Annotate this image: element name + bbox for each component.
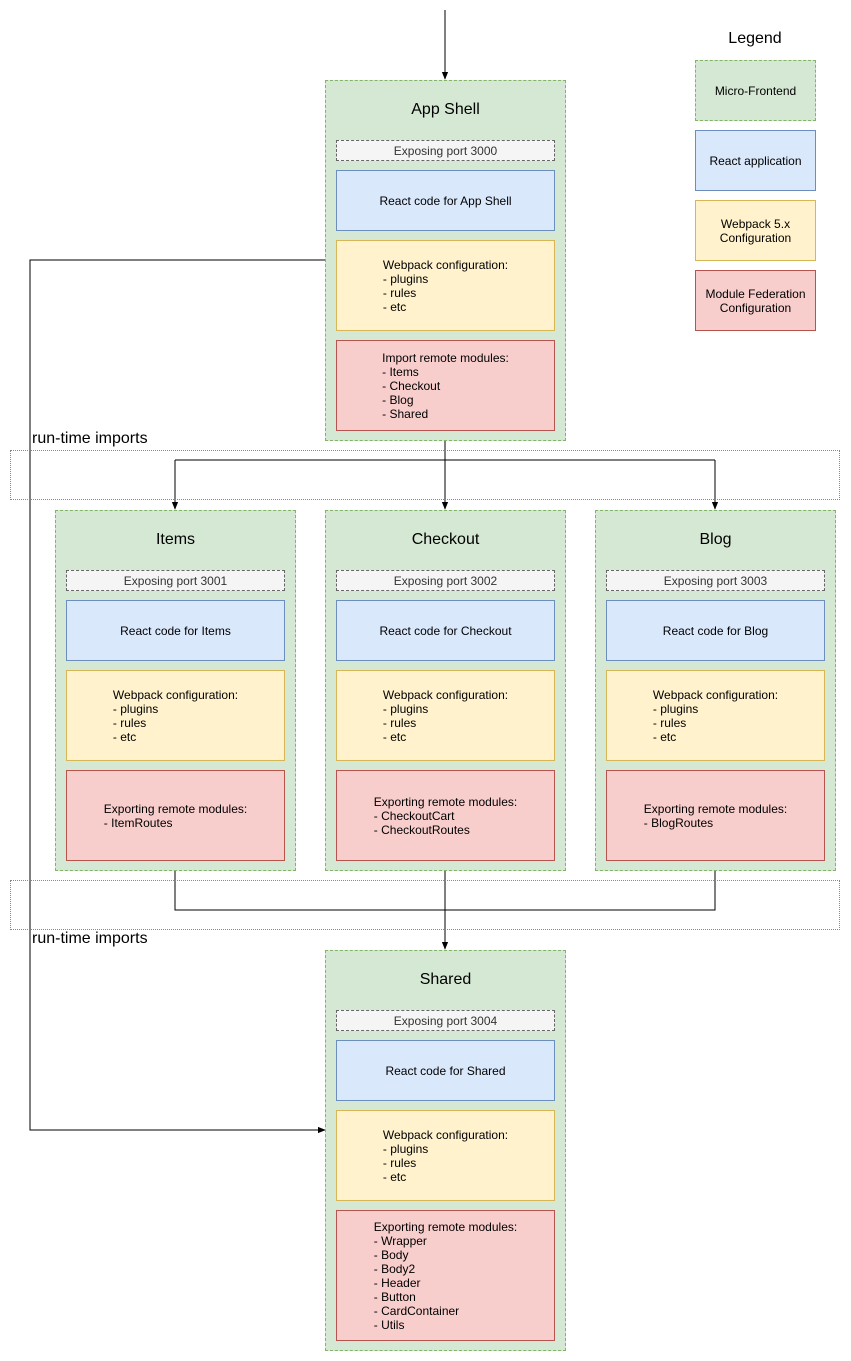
- runtime-imports-label-bottom: run-time imports: [32, 930, 148, 947]
- federation-item: - CheckoutRoutes: [373, 822, 470, 837]
- federation-item: - Button: [373, 1289, 416, 1304]
- legend-micro-frontend: Micro-Frontend: [695, 60, 816, 121]
- blog-federation-config: Exporting remote modules: - BlogRoutes: [606, 770, 825, 861]
- webpack-heading: Webpack configuration:: [112, 687, 239, 702]
- items-port: Exposing port 3001: [66, 570, 285, 591]
- blog-to-shared-line: [445, 870, 716, 911]
- webpack-item: - rules: [652, 715, 687, 730]
- federation-item: - Blog: [382, 392, 414, 407]
- webpack-item: - etc: [652, 729, 677, 744]
- federation-heading: Exporting remote modules:: [373, 1219, 518, 1234]
- federation-heading: Exporting remote modules:: [643, 801, 788, 816]
- legend-react-application: React application: [695, 130, 816, 191]
- webpack-heading: Webpack configuration:: [652, 687, 779, 702]
- webpack-item: - etc: [382, 299, 407, 314]
- webpack-item: - etc: [382, 729, 407, 744]
- items-react-code: React code for Items: [66, 600, 285, 661]
- items-title: Items: [155, 531, 196, 548]
- runtime-imports-label-top: run-time imports: [32, 430, 148, 447]
- webpack-item: - rules: [382, 1155, 417, 1170]
- shared-container: Shared Exposing port 3004 React code for…: [325, 950, 566, 1351]
- federation-item: - Header: [373, 1275, 421, 1290]
- federation-item: - CheckoutCart: [373, 808, 455, 823]
- runtime-imports-zone-top: [10, 450, 840, 500]
- webpack-heading: Webpack configuration:: [382, 687, 509, 702]
- shared-webpack-config: Webpack configuration: - plugins - rules…: [336, 1110, 555, 1201]
- federation-item: - ItemRoutes: [103, 815, 173, 830]
- app-shell-port: Exposing port 3000: [336, 140, 555, 161]
- legend-webpack-configuration: Webpack 5.x Configuration: [695, 200, 816, 261]
- blog-port: Exposing port 3003: [606, 570, 825, 591]
- shared-react-code: React code for Shared: [336, 1040, 555, 1101]
- app-shell-webpack-config: Webpack configuration: - plugins - rules…: [336, 240, 555, 331]
- webpack-item: - plugins: [382, 271, 429, 286]
- items-to-shared-line: [174, 870, 445, 911]
- checkout-react-code: React code for Checkout: [336, 600, 555, 661]
- checkout-federation-config: Exporting remote modules: - CheckoutCart…: [336, 770, 555, 861]
- webpack-item: - plugins: [112, 701, 159, 716]
- federation-item: - Body: [373, 1247, 409, 1262]
- webpack-item: - rules: [112, 715, 147, 730]
- legend-module-federation: Module Federation Configuration: [695, 270, 816, 331]
- federation-item: - Wrapper: [373, 1233, 427, 1248]
- federation-item: - BlogRoutes: [643, 815, 714, 830]
- webpack-item: - plugins: [382, 1141, 429, 1156]
- webpack-heading: Webpack configuration:: [382, 257, 509, 272]
- webpack-item: - rules: [382, 715, 417, 730]
- federation-item: - Items: [382, 364, 419, 379]
- legend-title: Legend: [728, 30, 782, 47]
- federation-item: - Utils: [373, 1317, 405, 1332]
- federation-item: - CardContainer: [373, 1303, 460, 1318]
- federation-item: - Checkout: [382, 378, 441, 393]
- items-webpack-config: Webpack configuration: - plugins - rules…: [66, 670, 285, 761]
- shell-to-shared-arrow: [29, 259, 326, 1134]
- items-container: Items Exposing port 3001 React code for …: [55, 510, 296, 871]
- shared-federation-config: Exporting remote modules: - Wrapper - Bo…: [336, 1210, 555, 1341]
- blog-react-code: React code for Blog: [606, 600, 825, 661]
- checkout-webpack-config: Webpack configuration: - plugins - rules…: [336, 670, 555, 761]
- app-shell-container: App Shell Exposing port 3000 React code …: [325, 80, 566, 441]
- federation-item: - Shared: [382, 406, 429, 421]
- app-shell-react-code: React code for App Shell: [336, 170, 555, 231]
- shared-port: Exposing port 3004: [336, 1010, 555, 1031]
- checkout-port: Exposing port 3002: [336, 570, 555, 591]
- federation-heading: Import remote modules:: [382, 350, 509, 365]
- webpack-item: - etc: [382, 1169, 407, 1184]
- webpack-item: - etc: [112, 729, 137, 744]
- federation-heading: Exporting remote modules:: [103, 801, 248, 816]
- blog-title: Blog: [699, 531, 732, 548]
- app-shell-federation-config: Import remote modules: - Items - Checkou…: [336, 340, 555, 431]
- federation-heading: Exporting remote modules:: [373, 794, 518, 809]
- webpack-item: - plugins: [382, 701, 429, 716]
- app-shell-title: App Shell: [411, 101, 480, 118]
- shared-title: Shared: [419, 971, 472, 988]
- webpack-item: - plugins: [652, 701, 699, 716]
- federation-item: - Body2: [373, 1261, 416, 1276]
- webpack-item: - rules: [382, 285, 417, 300]
- blog-webpack-config: Webpack configuration: - plugins - rules…: [606, 670, 825, 761]
- blog-container: Blog Exposing port 3003 React code for B…: [595, 510, 836, 871]
- checkout-container: Checkout Exposing port 3002 React code f…: [325, 510, 566, 871]
- runtime-imports-zone-bottom: [10, 880, 840, 930]
- items-federation-config: Exporting remote modules: - ItemRoutes: [66, 770, 285, 861]
- checkout-title: Checkout: [411, 531, 480, 548]
- webpack-heading: Webpack configuration:: [382, 1127, 509, 1142]
